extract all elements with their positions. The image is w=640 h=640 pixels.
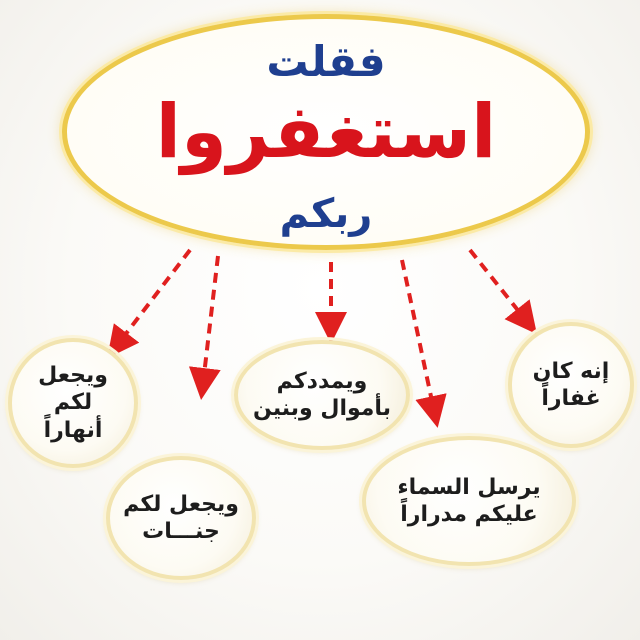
header-bottom-text: ربكم: [279, 191, 373, 237]
arrow-to-samaa: [400, 259, 447, 428]
arrow-to-nahar: [107, 248, 192, 359]
outcome-text-jannat: ويجعل لكم جنـــات: [123, 491, 239, 545]
arrow-to-ghaffar: [468, 248, 537, 335]
outcome-text-samaa: يرسل السماء عليكم مدراراً: [397, 474, 541, 528]
header-main-text: استغفروا: [155, 89, 497, 175]
outcome-node-nahar: ويجعل لكم أنهاراً: [8, 338, 138, 468]
outcome-node-samaa: يرسل السماء عليكم مدراراً: [362, 436, 576, 566]
header-top-text: فقلت: [266, 37, 386, 86]
outcome-node-amwal: ويمددكم بأموال وبنين: [234, 340, 410, 450]
arrow-to-jannat: [188, 255, 221, 400]
outcome-text-amwal: ويمددكم بأموال وبنين: [253, 368, 391, 422]
outcome-text-nahar: ويجعل لكم أنهاراً: [38, 362, 108, 443]
main-ellipse: فقلت استغفروا ربكم: [62, 14, 590, 250]
outcome-text-ghaffar: إنه كان غفاراً: [532, 358, 610, 412]
outcome-node-ghaffar: إنه كان غفاراً: [508, 322, 634, 448]
outcome-node-jannat: ويجعل لكم جنـــات: [106, 456, 256, 580]
